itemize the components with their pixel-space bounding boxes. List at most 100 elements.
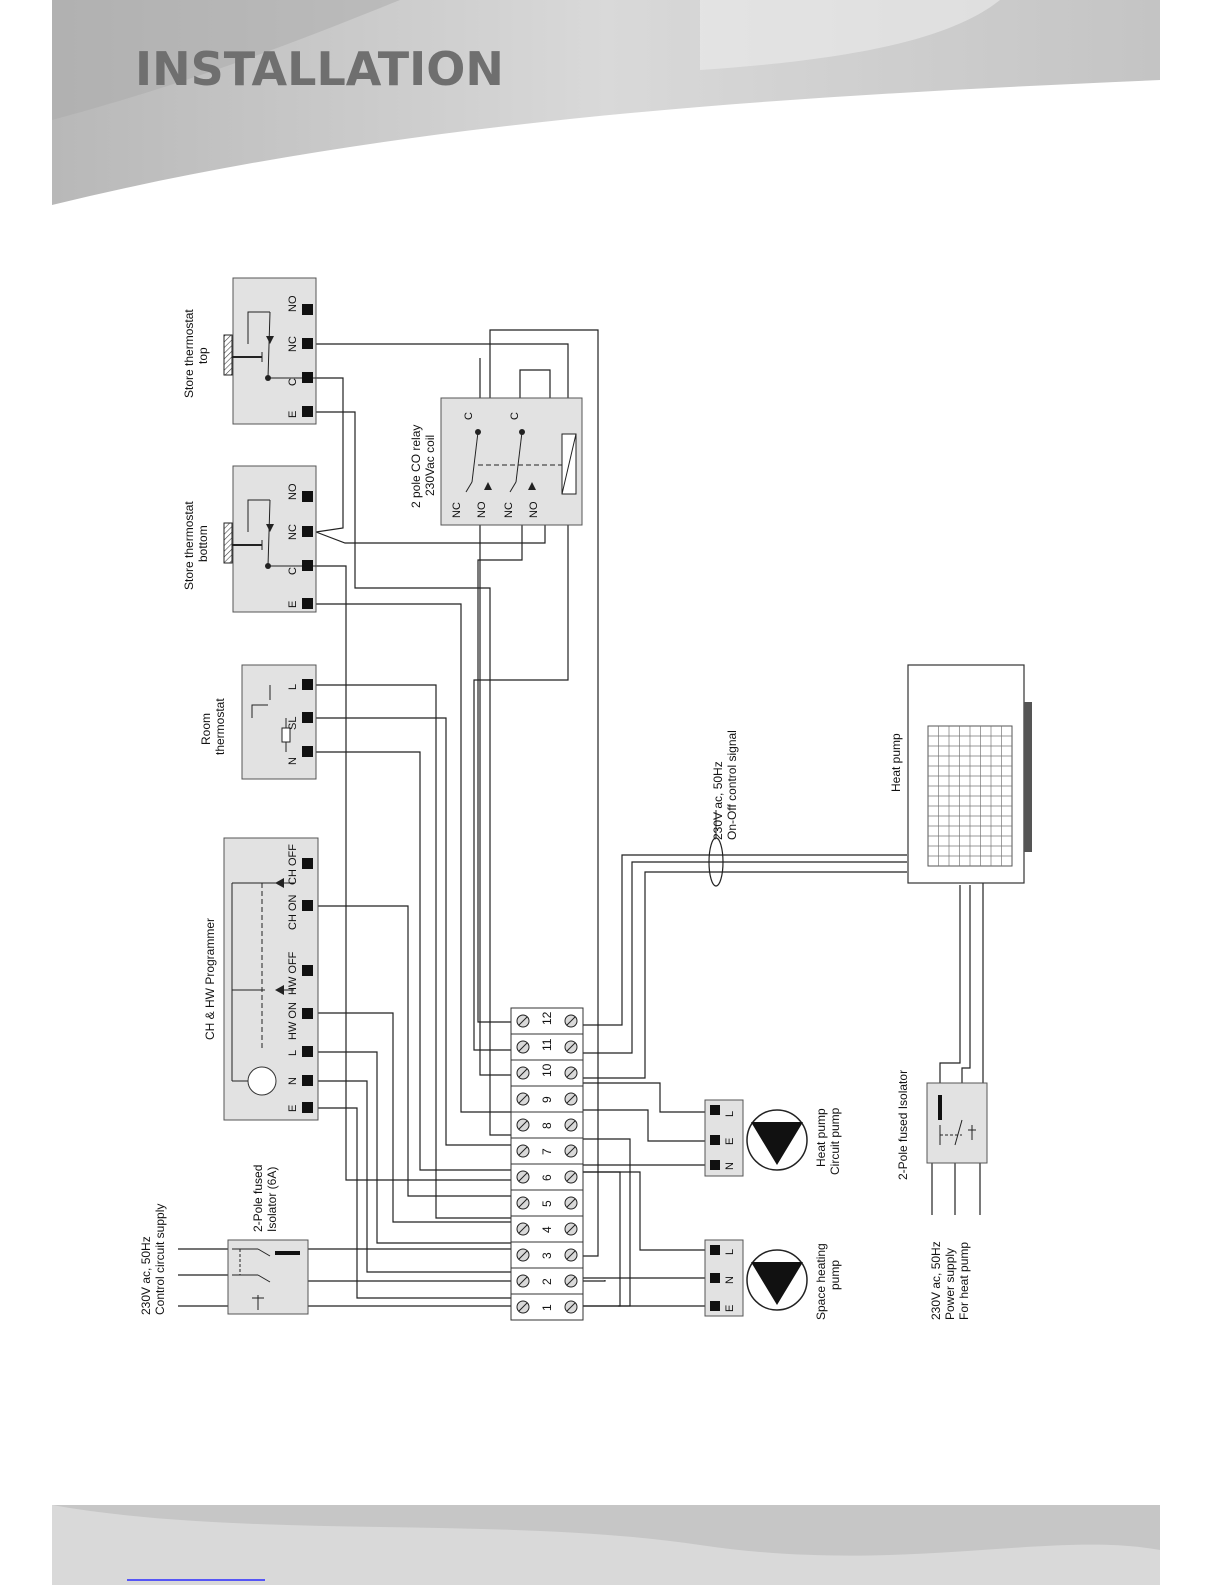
svg-text:NO: NO	[287, 295, 299, 312]
svg-text:For heat pump: For heat pump	[957, 1242, 971, 1320]
control-signal-label: 230V ac, 50Hz On-Off control signal	[711, 730, 739, 840]
svg-text:NC: NC	[287, 336, 299, 352]
store-top-terminal-labels: E C NC NO	[287, 295, 299, 418]
room-thermostat-terminal-labels: N SL L	[287, 684, 299, 765]
space-pump-terminal-labels: E N L	[724, 1249, 736, 1312]
terminal-5: 5	[510, 1189, 584, 1217]
svg-text:NO: NO	[287, 483, 299, 500]
heat-pump-circuit-pump	[704, 1099, 808, 1177]
terminal-11: 11	[510, 1033, 584, 1061]
svg-text:L: L	[724, 1249, 736, 1255]
programmer	[223, 837, 319, 1121]
svg-text:HW ON: HW ON	[287, 1002, 299, 1040]
svg-text:230Vac coil: 230Vac coil	[423, 435, 437, 496]
header-banner: INSTALLATION	[52, 0, 1160, 205]
svg-text:2-Pole fused: 2-Pole fused	[251, 1165, 265, 1232]
svg-text:Space heating: Space heating	[814, 1243, 828, 1320]
svg-text:pump: pump	[828, 1260, 842, 1290]
svg-text:top: top	[196, 347, 210, 364]
svg-text:L: L	[287, 1050, 299, 1056]
terminal-label: 4	[540, 1226, 554, 1233]
store-bottom-terminal-labels: E C NC NO	[287, 483, 299, 608]
terminal-8: 8	[510, 1111, 584, 1139]
svg-text:On-Off control signal: On-Off control signal	[725, 730, 739, 840]
terminal-label: 2	[540, 1278, 554, 1285]
svg-text:2 pole CO relay: 2 pole CO relay	[409, 425, 423, 508]
isolator-6a	[227, 1239, 309, 1315]
svg-text:NC: NC	[503, 502, 515, 518]
svg-text:C: C	[287, 567, 299, 575]
svg-text:L: L	[724, 1111, 736, 1117]
svg-text:E: E	[287, 1105, 299, 1112]
terminal-10: 10	[510, 1059, 584, 1087]
terminal-label: 1	[540, 1304, 554, 1311]
svg-text:C: C	[463, 412, 475, 420]
terminal-12: 12	[510, 1007, 584, 1035]
hp-pump-label: Heat pump Circuit pump	[814, 1107, 842, 1175]
svg-text:N: N	[287, 757, 299, 765]
room-thermostat	[241, 664, 317, 780]
room-thermostat-label: Room thermostat	[199, 698, 227, 755]
svg-text:E: E	[287, 601, 299, 608]
svg-text:CH ON: CH ON	[287, 895, 299, 931]
store-bottom-label: Store thermostat bottom	[182, 501, 210, 590]
hp-supply-label: 230V ac, 50Hz Power supply For heat pump	[929, 1241, 971, 1320]
space-pump-label: Space heating pump	[814, 1243, 842, 1320]
svg-text:E: E	[287, 411, 299, 418]
svg-text:Control circuit supply: Control circuit supply	[153, 1204, 167, 1315]
svg-text:N: N	[287, 1077, 299, 1085]
svg-text:HW OFF: HW OFF	[287, 951, 299, 995]
svg-text:Store thermostat: Store thermostat	[182, 501, 196, 590]
svg-text:E: E	[724, 1138, 736, 1145]
svg-text:thermostat: thermostat	[213, 698, 227, 755]
control-supply-label: 230V ac, 50Hz Control circuit supply	[139, 1204, 167, 1315]
programmer-terminal-labels: E N L HW ON HW OFF CH ON CH OFF	[287, 844, 299, 1112]
relay-terminal-labels: NC NO NC NO C C	[451, 412, 540, 518]
isolator-6a-label: 2-Pole fused Isolator (6A)	[251, 1165, 279, 1232]
svg-text:C: C	[509, 412, 521, 420]
isolator-heat-pump	[926, 1082, 988, 1164]
heat-pump-unit	[907, 664, 1032, 884]
isolator-hp-label: 2-Pole fused Isolator	[896, 1070, 910, 1180]
svg-text:N: N	[724, 1276, 736, 1284]
terminal-3: 3	[510, 1241, 584, 1269]
terminal-label: 12	[540, 1011, 554, 1025]
terminal-label: 11	[540, 1038, 554, 1051]
heat-pump-label: Heat pump	[889, 733, 903, 792]
svg-text:Isolator (6A): Isolator (6A)	[265, 1167, 279, 1232]
svg-text:230V ac, 50Hz: 230V ac, 50Hz	[139, 1236, 153, 1315]
svg-text:NO: NO	[476, 501, 488, 518]
heat-pump-grille	[928, 726, 1012, 866]
terminal-label: 5	[540, 1200, 554, 1207]
terminal-6: 6	[510, 1163, 584, 1191]
footer-banner	[52, 1505, 1160, 1585]
svg-text:bottom: bottom	[196, 525, 210, 562]
space-heating-pump	[704, 1239, 808, 1317]
terminal-2: 2	[510, 1267, 584, 1295]
wiring	[178, 329, 984, 1307]
svg-text:NO: NO	[528, 501, 540, 518]
relay-label: 2 pole CO relay 230Vac coil	[409, 425, 437, 508]
svg-text:N: N	[724, 1162, 736, 1170]
svg-text:Room: Room	[199, 713, 213, 745]
programmer-label: CH & HW Programmer	[203, 918, 217, 1040]
svg-text:Power supply: Power supply	[943, 1248, 957, 1320]
store-top-label: Store thermostat top	[182, 309, 210, 398]
terminal-label: 8	[540, 1122, 554, 1129]
svg-text:Store thermostat: Store thermostat	[182, 309, 196, 398]
store-thermostat-bottom	[223, 465, 317, 613]
hp-pump-terminal-labels: N E L	[724, 1111, 736, 1170]
svg-text:C: C	[287, 378, 299, 386]
svg-text:CH OFF: CH OFF	[287, 844, 299, 885]
terminal-label: 9	[540, 1096, 554, 1103]
svg-text:SL: SL	[287, 717, 299, 730]
store-thermostat-top	[223, 277, 317, 425]
svg-text:230V ac, 50Hz: 230V ac, 50Hz	[929, 1241, 943, 1320]
svg-text:Heat pump: Heat pump	[814, 1108, 828, 1167]
terminal-7: 7	[510, 1137, 584, 1165]
terminal-9: 9	[510, 1085, 584, 1113]
svg-text:NC: NC	[287, 524, 299, 540]
